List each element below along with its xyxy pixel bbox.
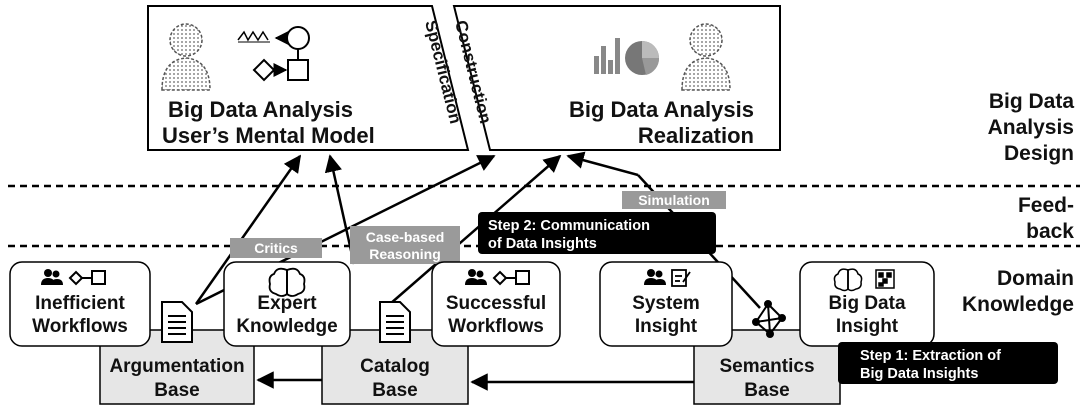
network-icon	[752, 300, 786, 338]
svg-text:System: System	[632, 293, 700, 314]
svg-text:Critics: Critics	[254, 240, 298, 256]
svg-text:of Data Insights: of Data Insights	[488, 236, 597, 252]
users-icon	[644, 269, 666, 285]
users-icon	[41, 269, 63, 285]
pie-chart-icon	[625, 41, 660, 75]
user-icon-right	[681, 23, 731, 91]
catalog-base-label-2: Base	[372, 380, 417, 401]
svg-text:Domain: Domain	[997, 267, 1074, 290]
critics-label: Critics	[230, 238, 322, 258]
workflow-icon	[492, 270, 530, 286]
svg-text:Reasoning: Reasoning	[369, 246, 441, 262]
document-icon-catalog	[379, 301, 411, 343]
svg-text:Analysis: Analysis	[988, 116, 1074, 139]
layer-label-domain: Domain Knowledge	[962, 267, 1074, 316]
svg-text:Workflows: Workflows	[448, 316, 544, 337]
case-based-reasoning-label: Case-based Reasoning	[350, 226, 460, 264]
svg-text:Case-based: Case-based	[366, 229, 445, 245]
system-insight-box: System Insight	[599, 261, 733, 347]
svg-text:Big Data: Big Data	[989, 90, 1075, 113]
heatmap-icon	[875, 269, 895, 289]
svg-text:Expert: Expert	[257, 293, 317, 314]
simulation-label: Simulation	[622, 191, 726, 209]
users-icon	[465, 269, 487, 285]
svg-text:Step 1: Extraction of: Step 1: Extraction of	[860, 348, 1001, 364]
layer-label-feedback: Feed- back	[1018, 194, 1074, 243]
expert-knowledge-box: Expert Knowledge	[223, 261, 351, 347]
svg-text:Insight: Insight	[635, 316, 698, 337]
successful-workflows-box: Successful Workflows	[431, 261, 561, 347]
mental-model-title-1: Big Data Analysis	[168, 97, 353, 122]
realization-title-2: Realization	[638, 123, 754, 148]
svg-text:Knowledge: Knowledge	[236, 316, 337, 337]
svg-text:Big Data Insights: Big Data Insights	[860, 366, 978, 382]
mental-model-title-2: User’s Mental Model	[162, 123, 375, 148]
inefficient-workflows-box: Inefficient Workflows	[9, 261, 151, 347]
argumentation-base-label-1: Argumentation	[109, 356, 244, 377]
svg-text:Workflows: Workflows	[32, 316, 128, 337]
document-icon-argumentation	[161, 301, 193, 343]
brain-icon	[833, 268, 863, 292]
svg-text:Feed-: Feed-	[1018, 194, 1074, 217]
workflow-model-icon	[237, 26, 310, 82]
step1-callout: Step 1: Extraction of Big Data Insights	[838, 342, 1058, 384]
realization-title-1: Big Data Analysis	[569, 97, 754, 122]
workflow-icon	[68, 270, 106, 286]
svg-text:Design: Design	[1004, 142, 1074, 165]
big-data-insight-box: Big Data Insight	[799, 261, 935, 347]
svg-text:Simulation: Simulation	[638, 192, 710, 208]
semantics-base-label-2: Base	[744, 380, 789, 401]
svg-text:Big Data: Big Data	[828, 293, 906, 314]
brain-icon	[268, 267, 306, 297]
user-icon	[161, 23, 211, 91]
argumentation-base-label-2: Base	[154, 380, 199, 401]
svg-text:back: back	[1026, 220, 1074, 243]
step2-callout: Step 2: Communication of Data Insights	[478, 212, 716, 254]
svg-text:Insight: Insight	[836, 316, 899, 337]
svg-text:Step 2: Communication: Step 2: Communication	[488, 218, 650, 234]
semantics-base-label-1: Semantics	[719, 356, 814, 377]
bar-chart-icon	[594, 38, 620, 74]
svg-text:Successful: Successful	[446, 293, 546, 314]
note-edit-icon	[671, 269, 691, 287]
svg-text:Inefficient: Inefficient	[35, 293, 125, 314]
svg-text:Knowledge: Knowledge	[962, 293, 1074, 316]
layer-label-design: Big Data Analysis Design	[988, 90, 1075, 165]
catalog-base-label-1: Catalog	[360, 356, 430, 377]
